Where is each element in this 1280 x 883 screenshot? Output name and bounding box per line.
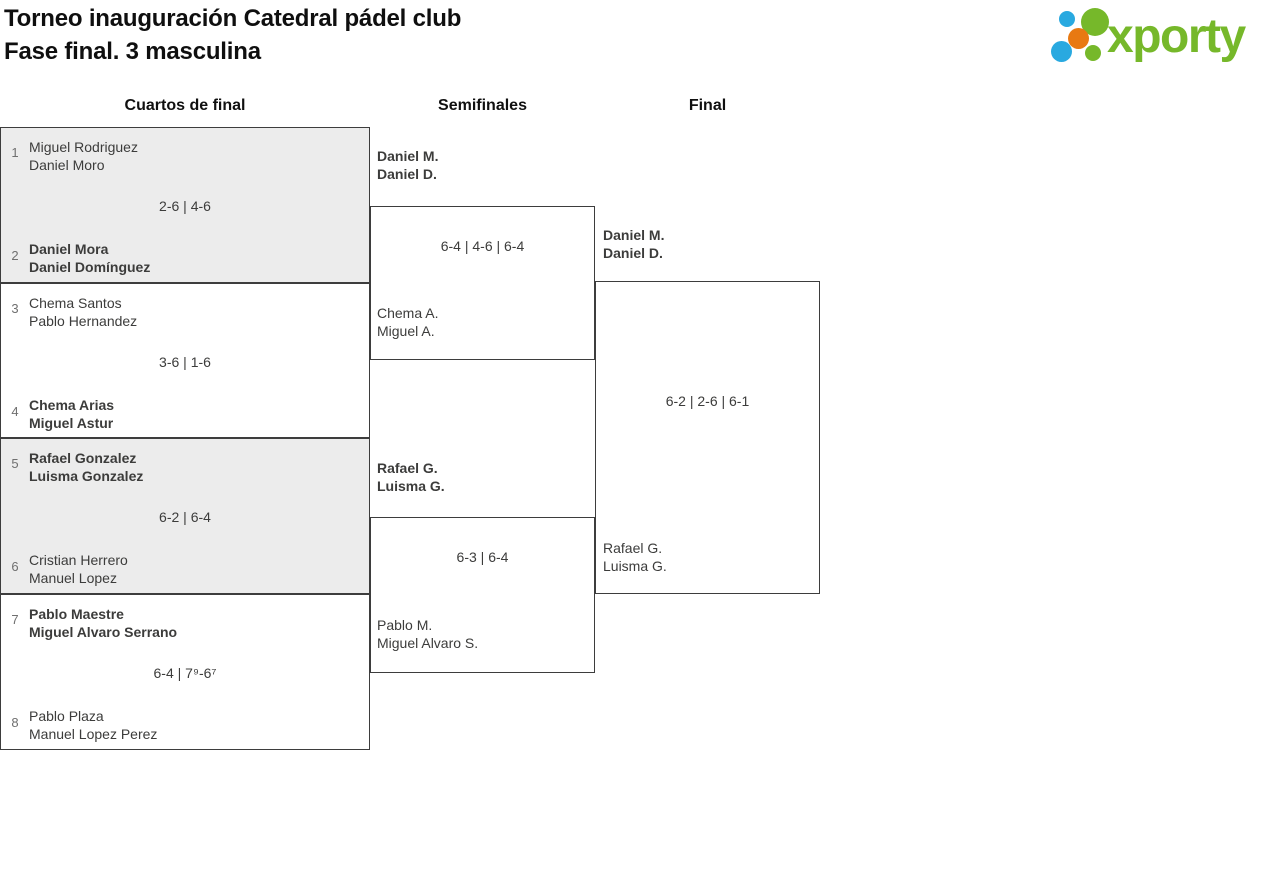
sf1-score: 6-4 | 4-6 | 6-4 [440,238,525,254]
seed-number: 6 [11,559,19,574]
qf-match-1: 1 Miguel Rodriguez Daniel Moro 2-6 | 4-6… [0,127,370,283]
player-name: Luisma Gonzalez [29,468,144,484]
logo-dot-icon [1051,41,1072,62]
player-name: Daniel D. [603,245,663,261]
player-name: Luisma G. [377,478,445,494]
player-name: Pablo M. [377,617,433,633]
player-name: Daniel Moro [29,157,105,173]
player-name: Miguel Rodriguez [29,139,138,155]
player-name: Miguel A. [377,323,435,339]
sf-match-1-box [370,206,595,360]
round-header-quarterfinals: Cuartos de final [124,97,246,114]
player-name: Pablo Plaza [29,708,104,724]
qf-match-2: 3 Chema Santos Pablo Hernandez 3-6 | 1-6… [0,283,370,438]
seed-number: 2 [11,248,19,263]
seed-number: 7 [11,612,19,627]
sf1-team-bottom: Chema A. Miguel A. [377,304,438,340]
player-name: Manuel Lopez Perez [29,726,158,742]
team-top: Chema Santos Pablo Hernandez [29,294,137,330]
player-name: Rafael G. [603,540,663,556]
player-name: Rafael G. [377,460,438,476]
sf2-team-top: Rafael G. Luisma G. [377,459,445,495]
final-score: 6-2 | 2-6 | 6-1 [665,393,750,409]
sf-match-2-box [370,517,595,673]
match-score: 6-2 | 6-4 [159,509,211,525]
round-header-final: Final [688,97,727,114]
phase-category: Fase final. 3 masculina [4,38,261,65]
player-name: Manuel Lopez [29,570,117,586]
qf-match-3: 5 Rafael Gonzalez Luisma Gonzalez 6-2 | … [0,438,370,594]
team-top: Miguel Rodriguez Daniel Moro [29,138,138,174]
tournament-name: Torneo inauguración Catedral pádel club [4,5,462,32]
player-name: Chema A. [377,305,439,321]
final-match-box [595,281,820,594]
player-name: Pablo Maestre [29,606,124,622]
sf2-score: 6-3 | 6-4 [456,549,509,565]
player-name: Miguel Astur [29,415,114,431]
team-top: Rafael Gonzalez Luisma Gonzalez [29,449,143,485]
match-score: 2-6 | 4-6 [159,198,211,214]
seed-number: 5 [11,456,19,471]
player-name: Daniel M. [603,227,665,243]
logo-dot-icon [1059,11,1075,27]
player-name: Rafael Gonzalez [29,450,137,466]
player-name: Cristian Herrero [29,552,128,568]
match-score: 6-4 | 7⁹-6⁷ [153,665,217,681]
seed-number: 8 [11,715,19,730]
final-team-top: Daniel M. Daniel D. [603,226,664,262]
logo-wordmark: xporty [1107,10,1246,63]
team-bottom: Cristian Herrero Manuel Lopez [29,551,128,587]
player-name: Daniel D. [377,166,437,182]
final-team-bottom: Rafael G. Luisma G. [603,539,667,575]
seed-number: 1 [11,145,19,160]
qf-match-4: 7 Pablo Maestre Miguel Alvaro Serrano 6-… [0,594,370,750]
player-name: Chema Santos [29,295,122,311]
sf1-team-top: Daniel M. Daniel D. [377,147,438,183]
seed-number: 4 [11,404,19,419]
player-name: Daniel Mora [29,241,109,257]
player-name: Luisma G. [603,558,667,574]
match-score: 3-6 | 1-6 [159,354,211,370]
player-name: Miguel Alvaro Serrano [29,624,178,640]
player-name: Daniel M. [377,148,439,164]
team-bottom: Daniel Mora Daniel Domínguez [29,240,150,276]
logo-dot-icon [1068,28,1089,49]
logo-dot-icon [1085,45,1101,61]
player-name: Daniel Domínguez [29,259,151,275]
team-top: Pablo Maestre Miguel Alvaro Serrano [29,605,177,641]
team-bottom: Chema Arias Miguel Astur [29,396,114,432]
seed-number: 3 [11,301,19,316]
player-name: Pablo Hernandez [29,313,138,329]
xporty-logo[interactable]: xporty [1045,0,1280,75]
player-name: Miguel Alvaro S. [377,635,479,651]
round-header-semifinals: Semifinales [438,97,527,114]
player-name: Chema Arias [29,397,115,413]
page-title: Torneo inauguración Catedral pádel club … [4,2,461,68]
sf2-team-bottom: Pablo M. Miguel Alvaro S. [377,616,478,652]
team-bottom: Pablo Plaza Manuel Lopez Perez [29,707,157,743]
